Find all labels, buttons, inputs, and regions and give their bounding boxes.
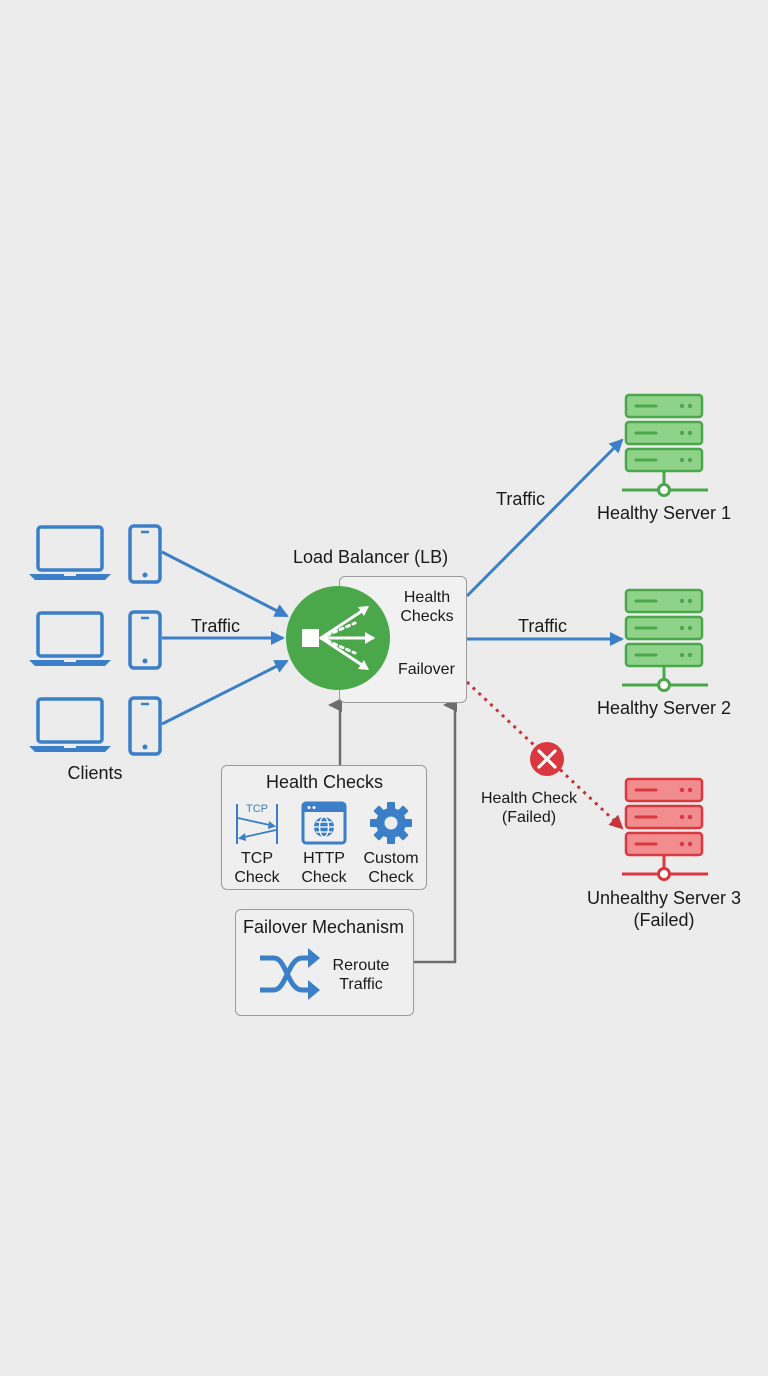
healthy-server-1-label: Healthy Server 1 (597, 503, 732, 523)
load-balancer-title: Load Balancer (LB) (293, 547, 449, 567)
shuffle-icon (260, 948, 320, 1000)
failover-connector (413, 698, 457, 964)
traffic-label-server-1: Traffic (496, 489, 546, 509)
healthy-server-2-label: Healthy Server 2 (597, 698, 732, 718)
phone-icon (128, 696, 162, 756)
failed-health-check-label: Health Check (Failed) (480, 790, 578, 826)
client-traffic-arrow-bottom (161, 659, 289, 726)
unhealthy-server-3-label: Unhealthy Server 3 (Failed) (586, 888, 742, 930)
http-check-icon (301, 801, 347, 845)
healthy-server-1-icon (622, 393, 708, 497)
laptop-icon (29, 697, 111, 752)
failover-panel-title: Failover Mechanism (243, 917, 405, 937)
tcp-icon-text: TCP (246, 803, 268, 815)
clients-label: Clients (67, 763, 123, 783)
traffic-label: Traffic (191, 616, 241, 636)
custom-check-label: Custom Check (363, 850, 419, 886)
health-checks-panel-title: Health Checks (266, 772, 384, 792)
http-check-label: HTTP Check (301, 850, 347, 886)
unhealthy-server-3-icon (622, 777, 708, 881)
phone-icon (128, 524, 162, 584)
tcp-check-label: TCP Check (234, 850, 280, 886)
traffic-arrow-server-1 (465, 438, 624, 598)
failover-mechanism-panel (235, 909, 414, 1016)
lb-health-checks-label: Health Checks (400, 589, 454, 625)
tcp-check-icon: TCP (236, 803, 278, 844)
healthy-server-2-icon (622, 588, 708, 692)
traffic-label-server-2: Traffic (518, 616, 568, 636)
laptop-icon (29, 611, 111, 666)
laptop-icon (29, 525, 111, 580)
failed-x-icon (530, 742, 564, 776)
phone-icon (128, 610, 162, 670)
client-traffic-arrow-top (161, 550, 289, 618)
lb-failover-label: Failover (398, 661, 455, 678)
reroute-traffic-label: Reroute Traffic (332, 957, 390, 993)
load-balancer-icon (286, 586, 390, 690)
gear-icon (370, 802, 412, 844)
